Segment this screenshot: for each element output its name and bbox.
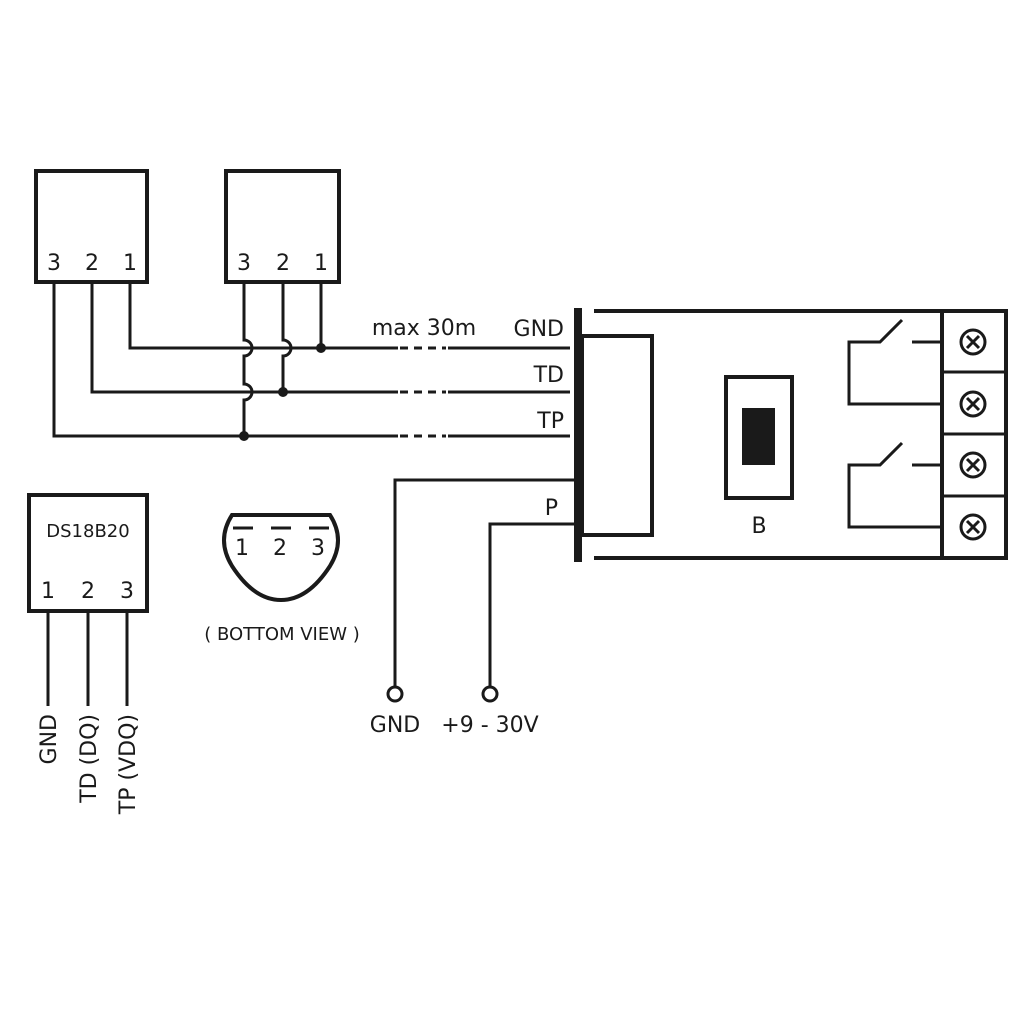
sensor-b-pin-1: 1 <box>314 251 328 276</box>
terminal-screws <box>959 328 987 541</box>
power-supply-wire <box>488 522 578 688</box>
bottom-view-pin-2: 2 <box>273 536 287 561</box>
bottom-view: 1 2 3 ( BOTTOM VIEW ) <box>204 513 360 645</box>
module-connector-block <box>580 334 654 537</box>
terminal-screw-2-icon <box>959 390 987 418</box>
sensor-b-lead-3 <box>242 282 254 436</box>
ds18b20-pin-1: 1 <box>41 579 55 604</box>
switch-b-slider <box>742 408 775 465</box>
sensor-a-pin-3: 3 <box>47 251 61 276</box>
bottom-view-outline <box>222 513 340 603</box>
power-gnd-terminal-icon <box>386 685 404 703</box>
power-wiring: GND +9 - 30V <box>370 478 578 738</box>
junction-dot <box>278 387 288 397</box>
relay-contact-2 <box>847 441 942 529</box>
ds18b20-name: DS18B20 <box>46 521 129 542</box>
sensor-a-pin-1: 1 <box>123 251 137 276</box>
input-label-tp: TP <box>536 409 564 434</box>
terminal-screw-3-icon <box>959 451 987 479</box>
power-gnd-label: GND <box>370 713 420 738</box>
sensor-b-pin-2: 2 <box>276 251 290 276</box>
sensor-b-lead-2 <box>281 282 293 392</box>
ds18b20-body <box>27 493 149 613</box>
power-supply-terminal-icon <box>481 685 499 703</box>
terminal-screw-4-icon <box>959 513 987 541</box>
ds18b20-pinout: DS18B20 1 2 3 GND TD (DQ) TP (VDQ) <box>27 493 149 815</box>
relay-contact-1 <box>847 318 942 406</box>
bottom-view-pin-3: 3 <box>311 536 325 561</box>
power-gnd-wire <box>393 478 578 688</box>
sensor-b: 3 2 1 <box>224 169 341 284</box>
sensor-b-pin-3: 3 <box>237 251 251 276</box>
terminal-screw-1-icon <box>959 328 987 356</box>
junction-dot <box>316 343 326 353</box>
relay-module: GND TD TP P B <box>514 308 1008 562</box>
junction-dot <box>239 431 249 441</box>
sensor-a: 3 2 1 <box>34 169 149 284</box>
sensor-a-pin-2: 2 <box>85 251 99 276</box>
bottom-view-pin-1: 1 <box>235 536 249 561</box>
input-label-p: P <box>545 496 558 521</box>
switch-b-label: B <box>751 514 766 539</box>
input-label-td: TD <box>533 363 564 388</box>
sensor-bus-wiring: max 30m <box>52 282 570 446</box>
sensor-a-body <box>34 169 149 284</box>
ds18b20-function-gnd: GND <box>37 714 62 764</box>
ds18b20-function-tp: TP (VDQ) <box>116 714 141 815</box>
sensor-a-lead-gnd <box>128 282 570 350</box>
input-label-gnd: GND <box>514 317 564 342</box>
terminal-divider <box>942 370 1006 498</box>
power-supply-label: +9 - 30V <box>441 713 538 738</box>
ds18b20-pin-3: 3 <box>120 579 134 604</box>
sensor-a-lead-td <box>90 282 570 394</box>
ds18b20-pin-2: 2 <box>81 579 95 604</box>
cable-length-label: max 30m <box>372 316 476 341</box>
ds18b20-function-td: TD (DQ) <box>77 714 102 804</box>
bottom-view-caption: ( BOTTOM VIEW ) <box>204 624 360 645</box>
